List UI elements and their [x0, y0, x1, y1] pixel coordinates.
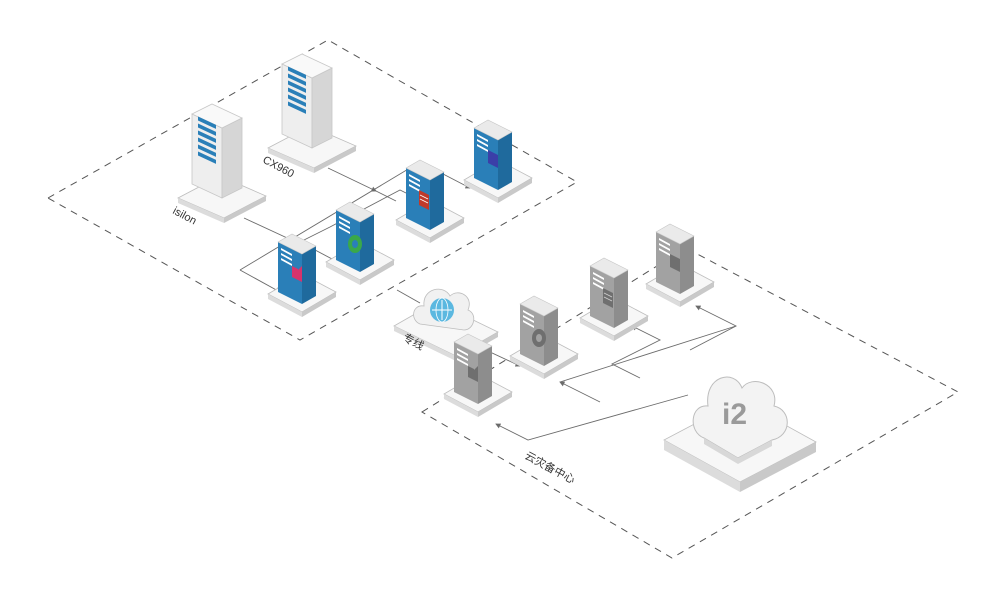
production-server-database: [395, 159, 465, 243]
dr-server-video: [443, 333, 513, 417]
i2-logo-text: i2: [722, 398, 747, 431]
cloud-dr-boundary: [421, 247, 960, 559]
production-server-web: [325, 201, 395, 285]
production-server-video: [267, 233, 337, 317]
isilon-storage: [177, 103, 267, 224]
i2-cloud-platform: i2: [663, 376, 817, 492]
dr-server-web: [509, 295, 579, 379]
dr-connectors: [396, 289, 737, 441]
cx960-storage: [267, 53, 357, 174]
cloud-dr-center-label: 云灾备中心: [523, 448, 578, 486]
dr-server-database: [579, 257, 649, 341]
production-site-boundary: [46, 39, 579, 341]
production-server-app: [463, 119, 533, 203]
dr-server-app: [645, 223, 715, 307]
